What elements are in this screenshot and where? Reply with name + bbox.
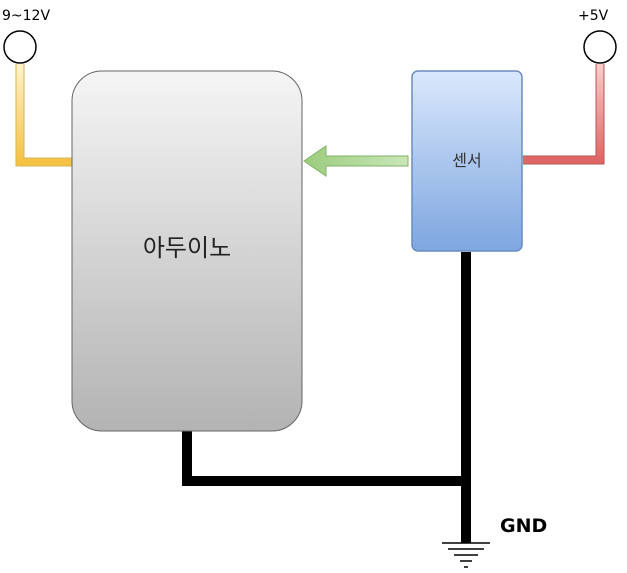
terminal-5v: [583, 30, 617, 64]
sensor-block: [411, 70, 523, 252]
terminal-9-12v: [3, 30, 37, 64]
label-5v: +5V: [578, 8, 609, 24]
arduino-label: 아두이노: [143, 234, 231, 262]
gnd-label: GND: [500, 515, 547, 537]
ground-wire: [182, 252, 471, 543]
label-9-12v: 9~12V: [2, 8, 50, 24]
arduino-block: [71, 70, 303, 432]
signal-arrow: [303, 145, 409, 177]
supply-wire-5v: [523, 64, 605, 165]
sensor-label: 센서: [452, 151, 481, 170]
supply-wire-9-12v: [15, 64, 72, 167]
ground-symbol-icon: [442, 542, 490, 568]
